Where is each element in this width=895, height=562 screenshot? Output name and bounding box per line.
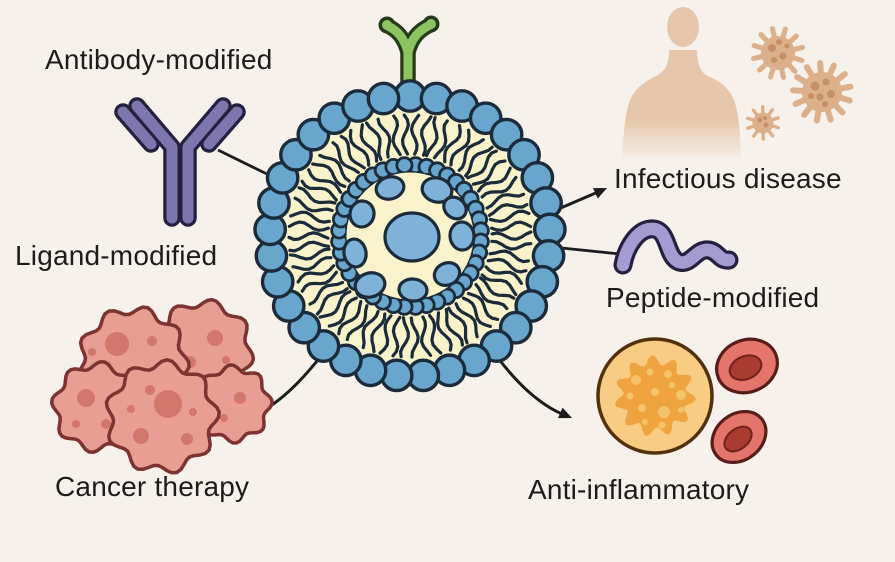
- virus-icon: [746, 105, 780, 141]
- label-cancer-therapy: Cancer therapy: [55, 471, 250, 502]
- label-infectious-disease: Infectious disease: [614, 163, 842, 194]
- line-antibody-to-liposome: [217, 148, 272, 178]
- tumor-cells-icon: [49, 297, 274, 475]
- peptide-icon: [613, 219, 739, 275]
- label-peptide-modified: Peptide-modified: [606, 282, 820, 313]
- red-blood-cell-icon: [710, 409, 768, 465]
- leukocyte-icon: [596, 337, 714, 455]
- red-blood-cell-icons: [710, 337, 779, 465]
- label-ligand-modified: Ligand-modified: [15, 240, 218, 271]
- liposome-icon: [253, 79, 567, 393]
- receptor-icon: [378, 15, 440, 101]
- label-antibody-modified: Antibody-modified: [45, 44, 273, 75]
- virus-icons: [746, 26, 854, 141]
- virus-icon: [790, 60, 854, 124]
- red-blood-cell-icon: [715, 337, 779, 395]
- arrow-to-anti-inflammatory: [496, 356, 572, 419]
- tumor-cell: [104, 358, 221, 475]
- virus-icon: [751, 26, 805, 80]
- label-anti-inflammatory: Anti-inflammatory: [528, 474, 750, 505]
- human-silhouette-icon: [623, 7, 741, 158]
- antibody-icon: [114, 97, 246, 227]
- arrow-to-infectious-disease: [554, 188, 607, 212]
